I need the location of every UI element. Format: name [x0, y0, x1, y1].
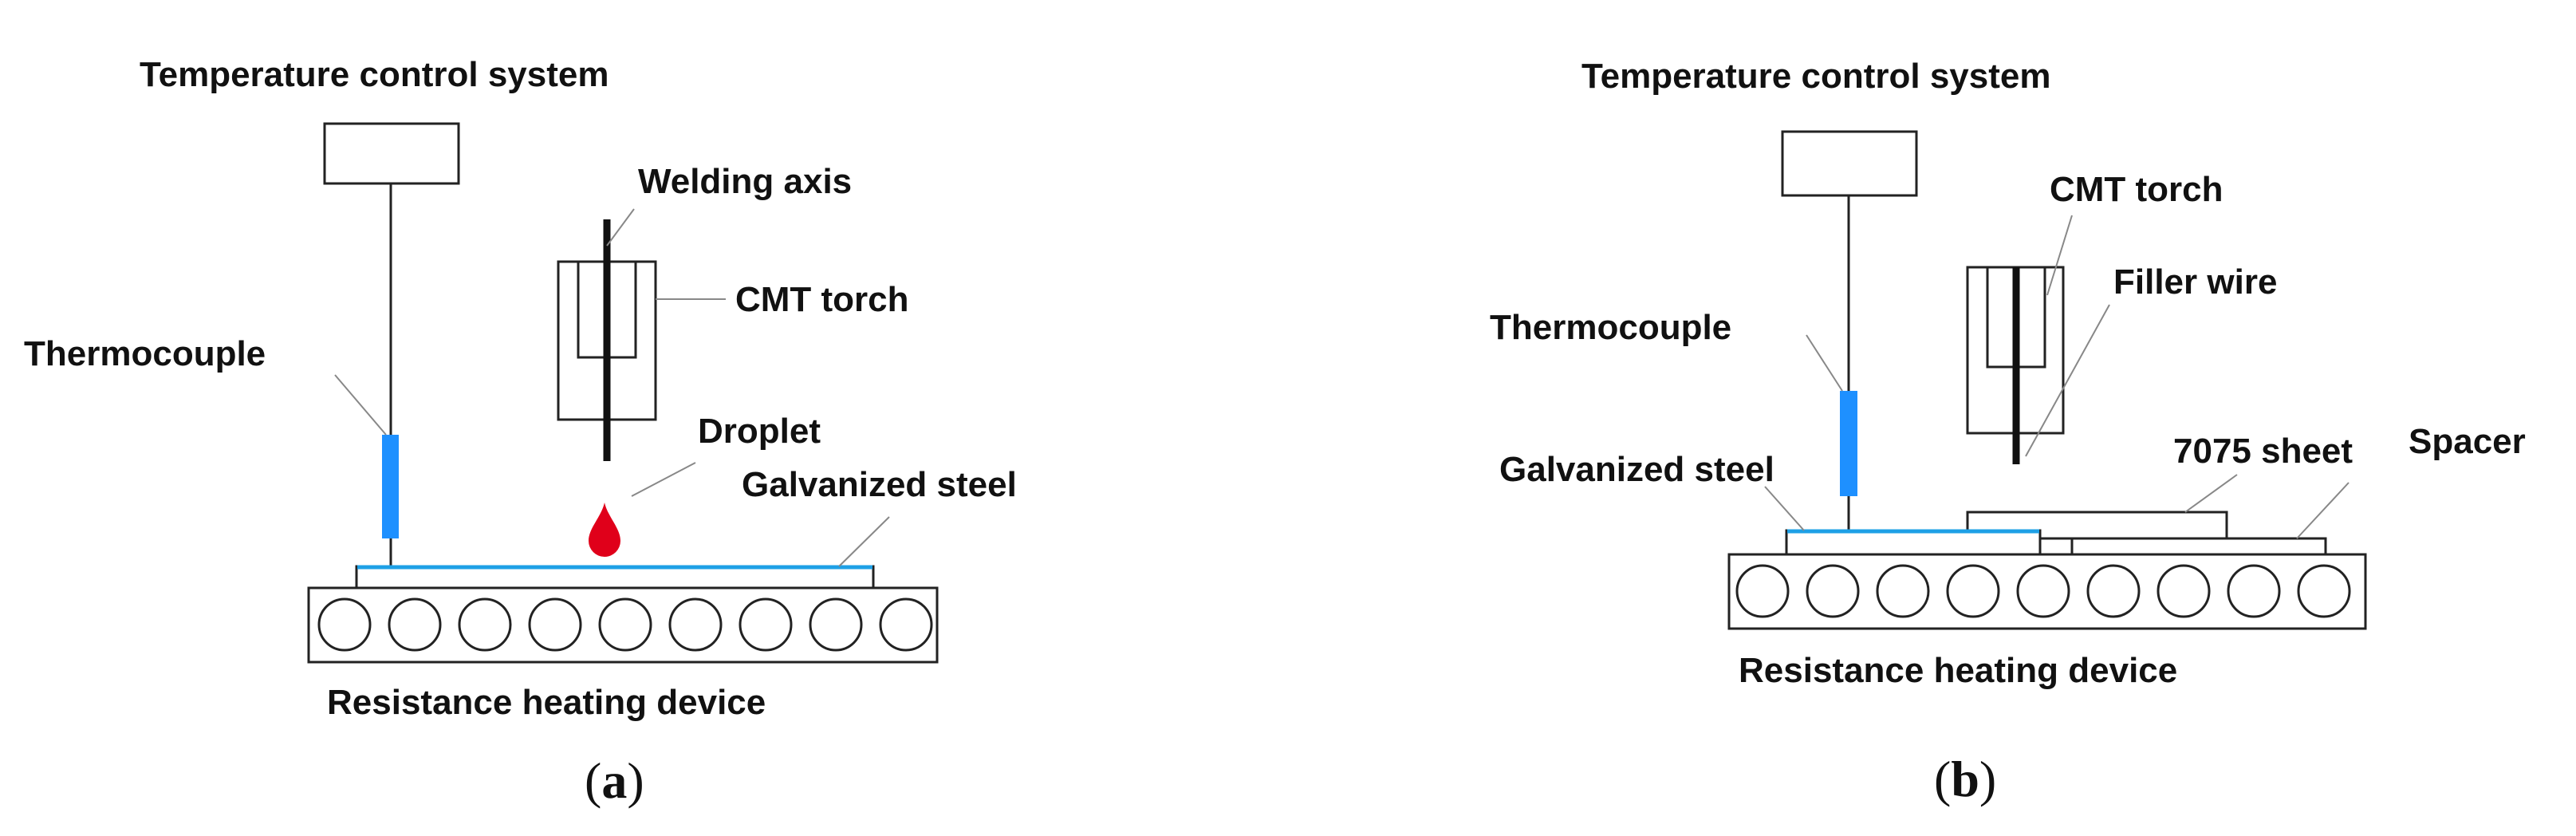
caption-a-letter: a [601, 752, 627, 809]
droplet-a [589, 503, 620, 557]
caption-a: (a) [585, 752, 644, 809]
label-sheet-7075-b: 7075 sheet [2173, 432, 2353, 471]
label-spacer-b: Spacer [2409, 422, 2526, 461]
thermocouple-leader-a [334, 374, 387, 436]
label-filler-wire-b: Filler wire [2113, 262, 2277, 302]
welding-axis-leader-a [606, 208, 635, 246]
label-cmt-torch-a: CMT torch [735, 280, 909, 319]
filler-wire-leader-b [2025, 304, 2110, 457]
heating-roller [1946, 564, 2000, 618]
spacer-leader-b [2296, 482, 2350, 539]
temperature-control-box-b [1781, 130, 1918, 197]
heating-roller [458, 597, 512, 652]
heating-roller [1806, 564, 1860, 618]
heating-roller [2157, 564, 2211, 618]
label-welding-axis-a: Welding axis [638, 162, 852, 201]
heating-roller [739, 597, 793, 652]
thermocouple-b [1840, 391, 1857, 496]
label-cmt-torch-b: CMT torch [2050, 170, 2223, 209]
label-galvanized-steel-b: Galvanized steel [1499, 450, 1774, 489]
heating-roller [317, 597, 372, 652]
heating-roller [2086, 564, 2141, 618]
sheet-7075-leader-b [2184, 474, 2238, 513]
heating-roller [809, 597, 863, 652]
heating-roller [2016, 564, 2070, 618]
heating-roller [1876, 564, 1930, 618]
galvanized-steel-plate-b [1785, 529, 2042, 556]
label-resistance-heating-device-b: Resistance heating device [1739, 651, 2177, 690]
droplet-leader-a [631, 462, 696, 497]
panel-a: Temperature control system Thermocouple … [24, 55, 1017, 809]
heating-roller [2227, 564, 2281, 618]
caption-b-close: ) [1979, 751, 1996, 807]
heating-roller [1735, 564, 1790, 618]
cmt-torch-leader-b [2046, 215, 2073, 296]
temperature-control-box-a [323, 122, 460, 185]
galvanized-steel-leader-a [838, 516, 890, 567]
caption-a-close: ) [627, 752, 644, 809]
label-temperature-control-system-b: Temperature control system [1581, 57, 2050, 96]
heating-rollers-a [317, 597, 933, 652]
label-resistance-heating-device-a: Resistance heating device [327, 683, 766, 722]
heating-roller [598, 597, 652, 652]
caption-b-open: ( [1934, 751, 1951, 807]
heating-roller [668, 597, 723, 652]
heating-roller [528, 597, 582, 652]
thermocouple-leader-b [1806, 334, 1843, 392]
label-thermocouple-b: Thermocouple [1490, 308, 1731, 347]
heating-rollers-b [1735, 564, 2351, 618]
caption-a-open: ( [585, 752, 601, 809]
caption-b-letter: b [1951, 751, 1979, 807]
label-galvanized-steel-a: Galvanized steel [742, 465, 1017, 504]
caption-b: (b) [1934, 751, 1996, 807]
label-temperature-control-system-a: Temperature control system [140, 55, 609, 94]
heating-roller [2297, 564, 2351, 618]
heating-roller [879, 597, 933, 652]
label-thermocouple-a: Thermocouple [24, 334, 266, 373]
galvanized-steel-plate-a [355, 565, 875, 590]
label-droplet-a: Droplet [698, 412, 821, 451]
heating-roller [388, 597, 442, 652]
spacer-b [2070, 537, 2327, 556]
galvanized-steel-leader-b [1764, 486, 1805, 531]
panel-b: Temperature control system Thermocouple … [1490, 57, 2526, 807]
thermocouple-a [382, 435, 399, 538]
